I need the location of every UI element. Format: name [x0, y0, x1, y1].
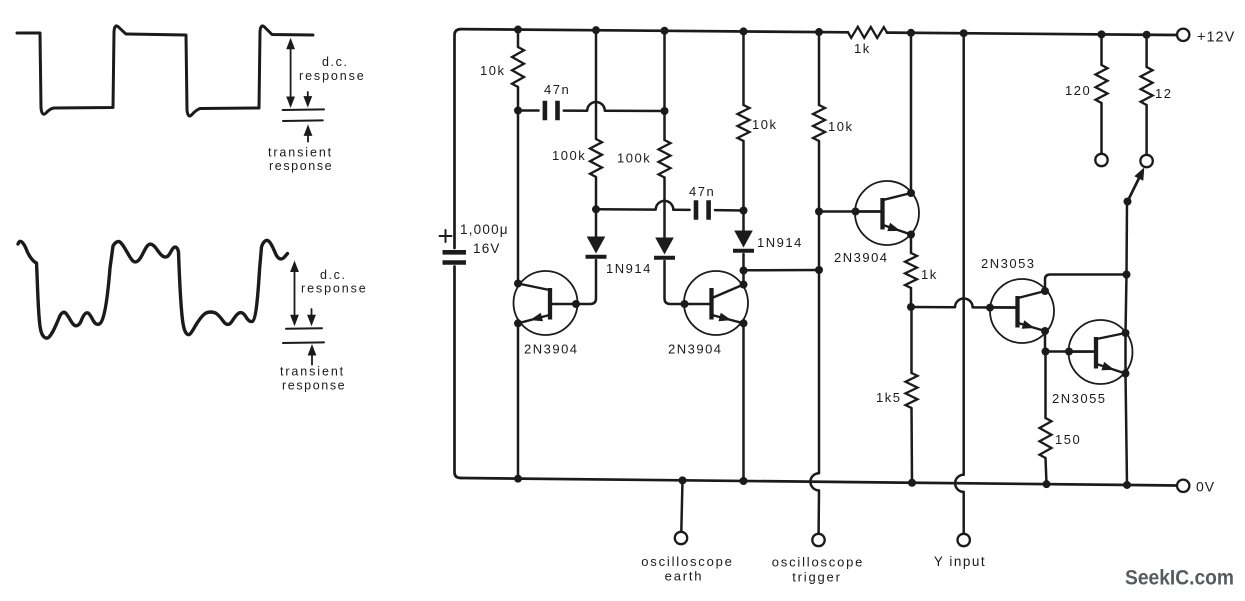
svg-text:earth: earth — [665, 569, 704, 584]
svg-text:10k: 10k — [828, 119, 853, 134]
svg-text:d.c.: d.c. — [322, 55, 349, 69]
svg-text:response: response — [301, 282, 368, 296]
svg-text:response: response — [269, 159, 333, 173]
svg-text:2N3904: 2N3904 — [668, 342, 723, 357]
svg-text:1N914: 1N914 — [606, 261, 652, 276]
svg-text:100k: 100k — [617, 151, 651, 166]
svg-text:10k: 10k — [752, 117, 777, 132]
svg-text:12: 12 — [1155, 86, 1172, 101]
svg-text:transient: transient — [280, 365, 345, 379]
svg-text:1k: 1k — [854, 41, 871, 56]
svg-text:120: 120 — [1065, 83, 1091, 98]
svg-text:response: response — [299, 69, 366, 83]
svg-text:47n: 47n — [544, 82, 570, 97]
svg-text:2N3055: 2N3055 — [1052, 391, 1107, 406]
svg-text:16V: 16V — [473, 241, 501, 256]
svg-text:100k: 100k — [552, 148, 586, 163]
svg-text:trigger: trigger — [792, 570, 841, 585]
svg-text:2N3053: 2N3053 — [981, 256, 1036, 271]
svg-text:d.c.: d.c. — [320, 268, 347, 282]
svg-text:response: response — [282, 379, 346, 393]
svg-text:2N3904: 2N3904 — [834, 250, 889, 265]
svg-text:1k: 1k — [921, 267, 938, 282]
svg-text:10k: 10k — [480, 63, 505, 78]
svg-text:2N3904: 2N3904 — [524, 342, 579, 357]
svg-text:0V: 0V — [1196, 479, 1215, 495]
svg-text:oscilloscope: oscilloscope — [641, 554, 733, 569]
svg-text:1k5: 1k5 — [876, 390, 901, 405]
svg-text:47n: 47n — [689, 184, 715, 199]
svg-text:1,000μ: 1,000μ — [460, 222, 509, 237]
svg-text:1N914: 1N914 — [757, 235, 803, 250]
svg-text:SeekIC.com: SeekIC.com — [1125, 566, 1234, 590]
svg-text:transient: transient — [268, 146, 333, 160]
svg-text:150: 150 — [1055, 432, 1081, 447]
svg-text:+12V: +12V — [1197, 30, 1235, 46]
svg-text:oscilloscope: oscilloscope — [772, 555, 864, 570]
svg-text:Y input: Y input — [934, 554, 986, 569]
